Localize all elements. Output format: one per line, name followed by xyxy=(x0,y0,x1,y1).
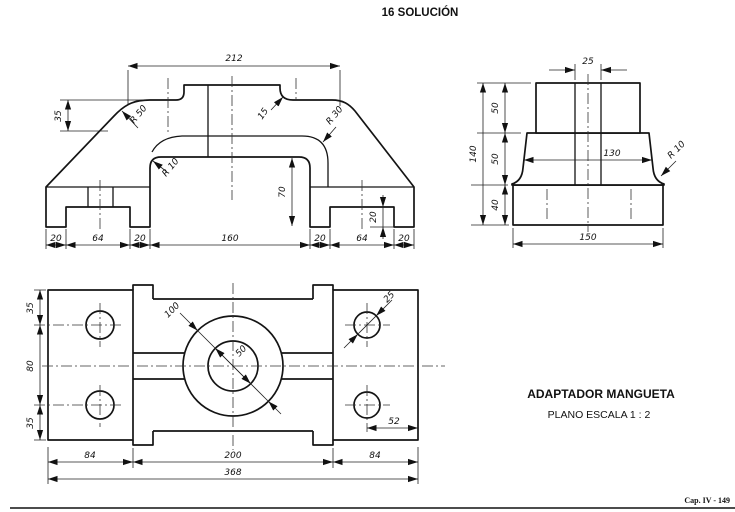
svg-text:368: 368 xyxy=(224,468,241,478)
plan-rib-edges xyxy=(133,352,333,380)
svg-text:64: 64 xyxy=(356,234,368,244)
svg-text:70: 70 xyxy=(278,186,288,198)
plan-tabs xyxy=(132,284,334,446)
front-internal-edges xyxy=(46,85,414,207)
plan-scale: PLANO ESCALA 1 : 2 xyxy=(548,409,651,421)
svg-text:35: 35 xyxy=(54,110,64,122)
dim-plan-bottom-rows: 84 200 84 368 xyxy=(47,447,419,484)
side-centerlines xyxy=(546,74,632,232)
side-hole-edges xyxy=(574,83,602,185)
chapter-page-number: Cap. IV - 149 xyxy=(684,496,730,505)
svg-text:100: 100 xyxy=(163,301,182,320)
plan-view: 35 80 35 100 50 25 52 xyxy=(26,283,445,484)
svg-text:212: 212 xyxy=(225,54,242,64)
svg-text:40: 40 xyxy=(491,199,501,211)
svg-text:20: 20 xyxy=(50,234,62,244)
svg-text:200: 200 xyxy=(224,451,241,461)
dim-side-130: 130 xyxy=(524,149,652,164)
dim-side-left-stack: 50 50 40 140 xyxy=(469,82,531,226)
dim-plan-left-stack: 35 80 35 xyxy=(26,289,46,441)
dim-side-150: 150 xyxy=(512,228,664,248)
dim-plan-52: 52 xyxy=(367,417,418,432)
dim-front-r10: R 10 xyxy=(152,157,182,179)
svg-text:25: 25 xyxy=(382,290,397,305)
svg-text:50: 50 xyxy=(491,153,501,165)
dim-front-212: 212 xyxy=(127,54,341,106)
plan-centerlines xyxy=(34,283,445,450)
front-centerlines xyxy=(99,76,363,232)
svg-text:35: 35 xyxy=(26,302,36,314)
front-view: 212 35 R 50 15 R 30 R 10 xyxy=(45,54,415,249)
svg-text:20: 20 xyxy=(398,234,410,244)
dim-front-70: 70 xyxy=(278,158,296,226)
svg-text:20: 20 xyxy=(369,211,379,223)
svg-text:130: 130 xyxy=(603,149,620,159)
front-outline xyxy=(45,84,415,228)
plan-right-plate xyxy=(332,289,419,441)
plan-left-plate xyxy=(47,289,134,441)
dim-front-bottom-row: 20 64 20 160 20 64 20 xyxy=(45,229,415,249)
svg-text:52: 52 xyxy=(388,417,400,427)
svg-text:R 10: R 10 xyxy=(666,139,688,161)
svg-text:20: 20 xyxy=(314,234,326,244)
dim-side-25: 25 xyxy=(549,57,627,80)
side-view: 25 50 50 40 140 130 R 10 150 xyxy=(469,57,688,248)
svg-text:20: 20 xyxy=(134,234,146,244)
dim-side-r10: R 10 xyxy=(660,139,688,177)
svg-text:R 10: R 10 xyxy=(161,157,182,179)
svg-text:160: 160 xyxy=(221,234,238,244)
dim-plan-25: 25 xyxy=(343,290,397,349)
dim-front-20-slot: 20 xyxy=(369,195,394,239)
svg-text:64: 64 xyxy=(92,234,104,244)
svg-text:150: 150 xyxy=(579,233,596,243)
svg-text:35: 35 xyxy=(26,417,36,429)
svg-text:84: 84 xyxy=(84,451,96,461)
dim-front-35: 35 xyxy=(54,99,146,132)
page-title: 16 SOLUCIÓN xyxy=(382,6,459,19)
svg-text:140: 140 xyxy=(469,145,479,162)
svg-text:25: 25 xyxy=(582,57,594,67)
svg-text:80: 80 xyxy=(26,360,36,372)
svg-text:84: 84 xyxy=(369,451,381,461)
part-name: ADAPTADOR MANGUETA xyxy=(527,387,675,401)
svg-text:50: 50 xyxy=(491,102,501,114)
